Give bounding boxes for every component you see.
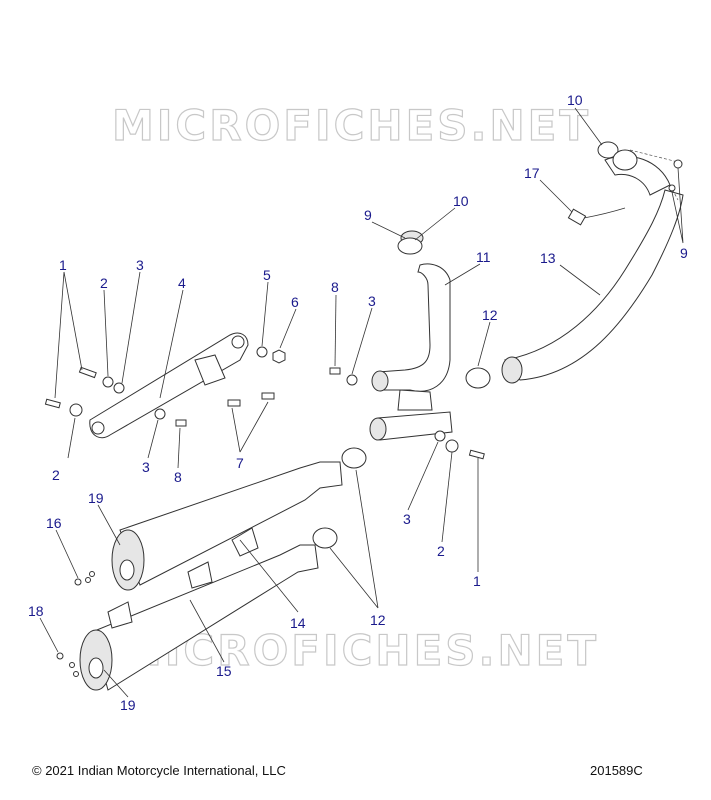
clamp-12-middle — [341, 447, 367, 469]
callout-12-upper: 12 — [482, 307, 498, 323]
washer-2-right — [445, 439, 459, 453]
callout-1-top: 1 — [59, 257, 67, 273]
o2-sensor-17 — [567, 207, 626, 226]
washer-2-lower-left — [69, 403, 83, 417]
muffler-14 — [111, 461, 343, 591]
clamp-12-upper — [465, 367, 491, 389]
callout-8-left: 8 — [174, 469, 182, 485]
callout-9-middle: 9 — [364, 207, 372, 223]
watermark-top: MICROFICHES.NET — [112, 101, 591, 150]
callout-7: 7 — [236, 455, 244, 471]
washer-3-right-lower — [434, 430, 446, 442]
callout-13: 13 — [540, 250, 556, 266]
callout-19-top: 19 — [88, 490, 104, 506]
callout-3-left: 3 — [142, 459, 150, 475]
callout-12-lower: 12 — [370, 612, 386, 628]
callout-10-right: 10 — [567, 92, 583, 108]
hardware-18 — [56, 652, 79, 677]
callout-16: 16 — [46, 515, 62, 531]
flange-right — [612, 149, 638, 171]
callout-9-right: 9 — [680, 245, 688, 261]
washer-3-right-upper — [346, 374, 358, 386]
callout-4: 4 — [178, 275, 186, 291]
copyright-text: © 2021 Indian Motorcycle International, … — [32, 763, 286, 778]
nut-9-right-a — [673, 159, 683, 169]
washer-3-center — [154, 408, 166, 420]
header-pipe-13 — [501, 155, 684, 384]
washer-5 — [256, 346, 268, 358]
callout-2-right: 2 — [437, 543, 445, 559]
callout-2-top: 2 — [100, 275, 108, 291]
callout-19-bottom: 19 — [120, 697, 136, 713]
callout-6: 6 — [291, 294, 299, 310]
callout-5: 5 — [263, 267, 271, 283]
bolt-1-upper-left — [78, 366, 97, 379]
callout-8-top: 8 — [331, 279, 339, 295]
drawing-number: 201589C — [590, 763, 643, 778]
washer-3-upper-left — [113, 382, 125, 394]
callout-1-right: 1 — [473, 573, 481, 589]
callout-11: 11 — [476, 249, 491, 265]
gasket-10-right — [597, 141, 619, 159]
callout-17: 17 — [524, 165, 540, 181]
callout-18: 18 — [28, 603, 44, 619]
callout-3-right: 3 — [403, 511, 411, 527]
bolt-8-left — [175, 419, 187, 427]
bracket-4 — [89, 332, 249, 439]
nut-6 — [272, 349, 286, 364]
clamp-12-lower — [312, 527, 338, 549]
bolt-1-lower-left — [44, 398, 61, 409]
bolt-7-a — [227, 399, 241, 407]
bolt-7-b — [261, 392, 275, 400]
bolt-1-right — [468, 449, 485, 460]
callout-3-top-right: 3 — [368, 293, 376, 309]
callout-14: 14 — [290, 615, 306, 631]
callout-2-left: 2 — [52, 467, 60, 483]
callout-3-top: 3 — [136, 257, 144, 273]
gasket-10-middle — [397, 237, 423, 255]
bolt-8-right — [329, 367, 341, 375]
washer-2-upper-left — [102, 376, 114, 388]
head-pipe-11 — [369, 230, 453, 441]
nut-9-right-b — [668, 184, 676, 192]
callout-15: 15 — [216, 663, 232, 679]
muffler-15 — [79, 544, 319, 691]
callout-10-middle: 10 — [453, 193, 469, 209]
hardware-16 — [74, 571, 95, 586]
